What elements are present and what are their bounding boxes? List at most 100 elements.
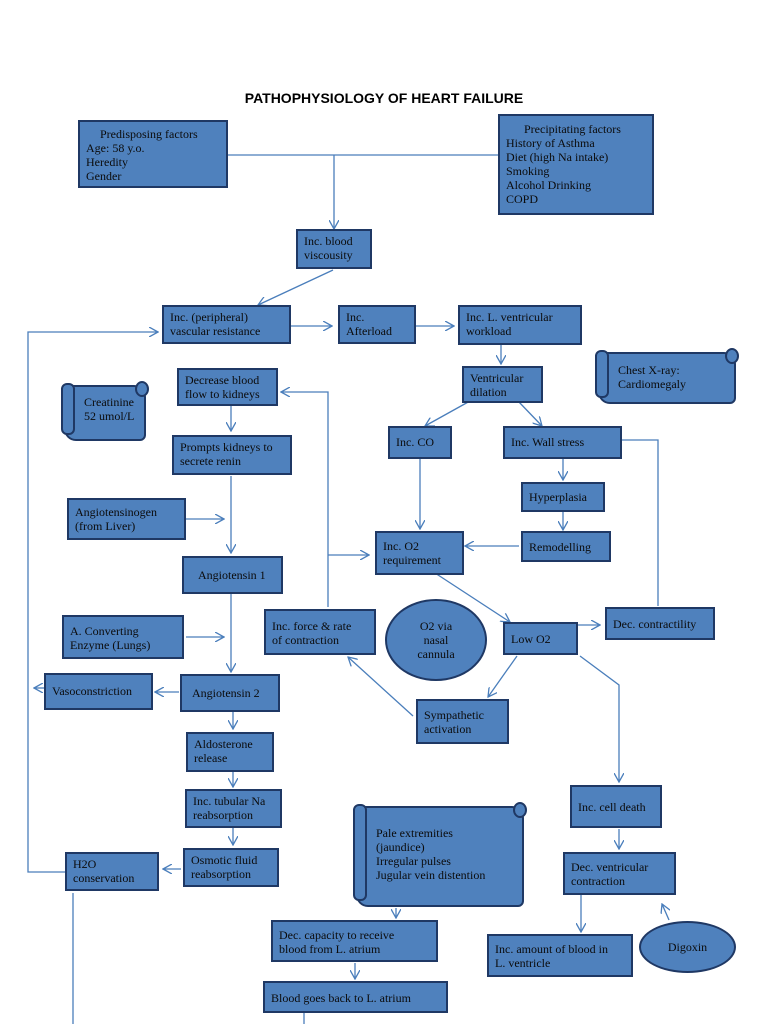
label: Jugular vein distention [376,868,486,882]
label: Inc. O2 [383,539,419,553]
node-angiotensin-1: Angiotensin 1 [182,556,283,594]
label: of contraction [272,633,339,647]
label: Predisposing factors [100,127,198,141]
label: Creatinine [84,395,134,409]
connector-sympathetic-to-force [348,657,414,717]
node-vasoconstriction: Vasoconstriction [44,673,153,710]
label: Sympathetic [424,708,484,722]
label: workload [466,324,512,338]
label: Inc. blood [304,234,353,248]
label: Remodelling [529,540,591,554]
node-dec-capacity: Dec. capacity to receive blood from L. a… [271,920,438,962]
label: flow to kidneys [185,387,260,401]
label: Aldosterone [194,737,253,751]
node-wall-stress: Inc. Wall stress [503,426,622,459]
label: Dec. capacity to receive [279,928,395,942]
label: vascular resistance [170,324,261,338]
node-force-rate-contraction: Inc. force & rate of contraction [264,609,376,655]
label: Heredity [86,155,128,169]
node-blood-back-to-atrium: Blood goes back to L. atrium [263,981,448,1013]
node-ventricular-dilation: Ventricular dilation [462,366,543,403]
label: Smoking [506,164,550,178]
label: Inc. (peripheral) [170,310,248,324]
label: (jaundice) [376,840,425,854]
label: COPD [506,192,539,206]
label: H2O [73,857,97,871]
label: Inc. tubular Na [193,794,266,808]
node-precipitating-factors: Precipitating factors History of Asthma … [498,114,654,215]
node-afterload: Inc. Afterload [338,305,416,344]
label: reabsorption [191,867,251,881]
label: Inc. cell death [578,800,646,814]
label: Inc. amount of blood in [495,942,608,956]
node-tubular-na: Inc. tubular Na reabsorption [185,789,282,828]
node-low-o2: Low O2 [503,622,578,655]
label: Blood goes back to L. atrium [271,991,411,1005]
label: Inc. CO [396,435,434,449]
label: Irregular pulses [376,854,451,868]
node-blood-viscosity: Inc. blood viscousity [296,229,372,269]
label: History of Asthma [506,136,595,150]
note-pale-extremities: Pale extremities (jaundice) Irregular pu… [353,802,527,907]
label: Decrease blood [185,373,260,387]
label: Enzyme (Lungs) [70,638,151,652]
label: secrete renin [180,454,241,468]
connector-viscosity-to-resistance [258,269,334,305]
connector-digoxin-to-ventricular [662,904,669,921]
label: release [194,751,228,765]
connector-low-o2-to-cell-death [579,655,619,782]
diagram-title: PATHOPHYSIOLOGY OF HEART FAILURE [244,90,524,106]
label: Inc. Wall stress [511,435,585,449]
connector-o2req-to-low-o2 [434,572,510,622]
node-digoxin: Digoxin [639,921,736,973]
label: Chest X-ray: [618,363,680,377]
label: 52 umol/L [84,409,135,423]
label: reabsorption [193,808,253,822]
node-predisposing-factors: Predisposing factors Age: 58 y.o. Heredi… [78,120,228,188]
label: Inc. force & rate [272,619,352,633]
connector-low-o2-to-sympathetic [488,655,518,697]
label: dilation [470,385,507,399]
node-inc-co: Inc. CO [388,426,452,459]
label: blood from L. atrium [279,942,381,956]
node-prompts-kidneys: Prompts kidneys to secrete renin [172,435,292,475]
connector-dec-contractility-to-wall-stress [610,440,659,606]
label: Inc. L. ventricular [466,310,553,324]
node-ace: A. Converting Enzyme (Lungs) [62,615,184,659]
label: Gender [86,169,122,183]
label: Alcohol Drinking [506,178,591,192]
connector-dilation-to-co [425,400,471,426]
node-o2-requirement: Inc. O2 requirement [375,531,464,575]
node-hyperplasia: Hyperplasia [521,482,605,512]
label: Diet (high Na intake) [506,150,609,164]
label: Hyperplasia [529,490,587,504]
node-lv-workload: Inc. L. ventricular workload [458,305,582,345]
connector-dilation-to-wall-stress [517,400,542,426]
label: viscousity [304,248,353,262]
label: Digoxin [667,940,708,954]
label: Age: 58 y.o. [86,141,145,155]
label: Pale extremities [376,826,453,840]
connector-h2o-feedback [27,332,158,873]
node-sympathetic-activation: Sympathetic activation [416,699,509,744]
node-inc-amount-blood: Inc. amount of blood in L. ventricle [487,934,633,977]
note-chest-xray: Chest X-ray: Cardiomegaly [595,348,739,404]
label: conservation [73,871,135,885]
label: Vasoconstriction [52,684,132,698]
label: Dec. contractility [613,617,697,631]
label: cannula [417,647,455,661]
label: O2 via [419,619,453,633]
label: Angiotensin 2 [192,686,260,700]
label: contraction [571,874,625,888]
label: Low O2 [511,632,551,646]
label: A. Converting [70,624,139,638]
label: Cardiomegaly [618,377,686,391]
node-remodelling: Remodelling [521,531,611,562]
label: requirement [383,553,441,567]
label: Precipitating factors [524,122,621,136]
label: nasal [423,633,449,647]
node-decrease-blood-flow: Decrease blood flow to kidneys [177,368,278,406]
node-angiotensinogen: Angiotensinogen (from Liver) [67,498,186,540]
node-h2o-conservation: H2O conservation [65,852,159,891]
